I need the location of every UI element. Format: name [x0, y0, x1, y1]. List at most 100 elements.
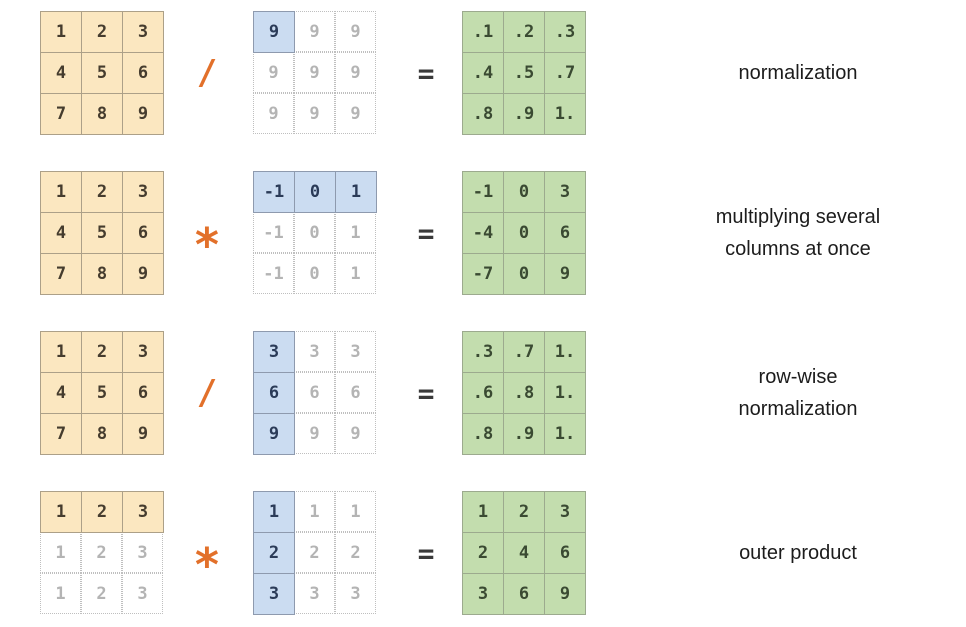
matrix-cell: 9 — [335, 93, 376, 134]
matrix-cell: 2 — [81, 171, 123, 213]
row-label: normalization — [630, 11, 966, 135]
equals-sign: = — [417, 536, 435, 570]
matrix-cell: 2 — [294, 532, 335, 573]
matrix-cell: 9 — [294, 11, 335, 52]
matrix-cell: 1 — [253, 491, 295, 533]
row-label: outer product — [630, 491, 966, 615]
matrix-cell: 2 — [81, 491, 123, 533]
matrix-cell: 3 — [253, 573, 295, 615]
equals-box: = — [400, 331, 452, 455]
matrix-cell: -1 — [253, 171, 295, 213]
matrix-cell: 1 — [335, 253, 376, 294]
matrix-cell: 2 — [81, 11, 123, 53]
matrix-cell: 9 — [253, 11, 295, 53]
matrix-cell: 7 — [40, 93, 82, 135]
operator-box: * — [176, 171, 238, 295]
matrix-cell: 7 — [40, 253, 82, 295]
matrix-cell: 1. — [544, 331, 586, 373]
matrix-cell: 1 — [40, 573, 81, 614]
matrix-cell: 3 — [335, 573, 376, 614]
matrix-cell: -4 — [462, 212, 504, 254]
matrix-cell: .9 — [503, 93, 545, 135]
matrix-cell: 1 — [335, 491, 376, 532]
matrix-cell: .3 — [544, 11, 586, 53]
matrix-cell: 2 — [253, 532, 295, 574]
matrix-cell: 5 — [81, 212, 123, 254]
multiply-operator: * — [193, 218, 221, 272]
matrix-cell: 0 — [503, 212, 545, 254]
matrix-cell: 3 — [122, 573, 163, 614]
matrix-cell: 1. — [544, 372, 586, 414]
matrix-cell: 4 — [40, 212, 82, 254]
matrix-cell: 3 — [544, 171, 586, 213]
matrix-cell: 0 — [294, 171, 336, 213]
matrix-cell: .7 — [503, 331, 545, 373]
equals-sign: = — [417, 56, 435, 90]
matrix-cell: 2 — [81, 573, 122, 614]
row-label-line: multiplying several — [715, 206, 881, 228]
matrix-cell: 0 — [294, 253, 335, 294]
matrix-cell: 4 — [40, 52, 82, 94]
matrix-cell: 1. — [544, 413, 586, 455]
divide-operator: / — [196, 373, 218, 413]
matrix-cell: 2 — [81, 331, 123, 373]
multiply-operator: * — [193, 538, 221, 592]
matrix-cell: 1 — [40, 532, 81, 573]
matrix-cell: .8 — [462, 413, 504, 455]
matrix-cell: 9 — [335, 52, 376, 93]
equals-sign: = — [417, 376, 435, 410]
row-label-line: normalization — [738, 62, 858, 84]
matrix-cell: 1. — [544, 93, 586, 135]
matrix-cell: -1 — [253, 253, 294, 294]
matrix-cell: 9 — [294, 413, 335, 454]
matrix-cell: 3 — [122, 491, 164, 533]
matrix-cell: 8 — [81, 253, 123, 295]
matrix-cell: .7 — [544, 52, 586, 94]
matrix-cell: 5 — [81, 52, 123, 94]
matrix-cell: .5 — [503, 52, 545, 94]
matrix-cell: 9 — [122, 413, 164, 455]
matrix-cell: 9 — [253, 413, 295, 455]
matrix-cell: 7 — [40, 413, 82, 455]
matrix-cell: 3 — [122, 331, 164, 373]
matrix-cell: 3 — [544, 491, 586, 533]
equals-sign: = — [417, 216, 435, 250]
matrix-cell: 1 — [335, 212, 376, 253]
matrix-cell: -1 — [462, 171, 504, 213]
matrix-cell: 9 — [544, 253, 586, 295]
matrix-cell: 0 — [294, 212, 335, 253]
matrix-cell: 0 — [503, 253, 545, 295]
matrix-cell: 8 — [81, 413, 123, 455]
matrix-cell: 9 — [122, 253, 164, 295]
matrix-cell: 1 — [462, 491, 504, 533]
matrix-cell: 4 — [40, 372, 82, 414]
matrix-cell: 6 — [122, 52, 164, 94]
matrix-cell: .2 — [503, 11, 545, 53]
matrix-cell: 3 — [462, 573, 504, 615]
equals-box: = — [400, 11, 452, 135]
operator-box: / — [176, 331, 238, 455]
matrix-cell: 9 — [122, 93, 164, 135]
matrix-cell: 6 — [122, 212, 164, 254]
matrix-cell: 1 — [294, 491, 335, 532]
matrix-cell: 9 — [335, 11, 376, 52]
matrix-cell: 2 — [335, 532, 376, 573]
matrix-cell: 9 — [253, 93, 294, 134]
matrix-cell: 2 — [503, 491, 545, 533]
equals-box: = — [400, 491, 452, 615]
matrix-cell: 3 — [122, 532, 163, 573]
